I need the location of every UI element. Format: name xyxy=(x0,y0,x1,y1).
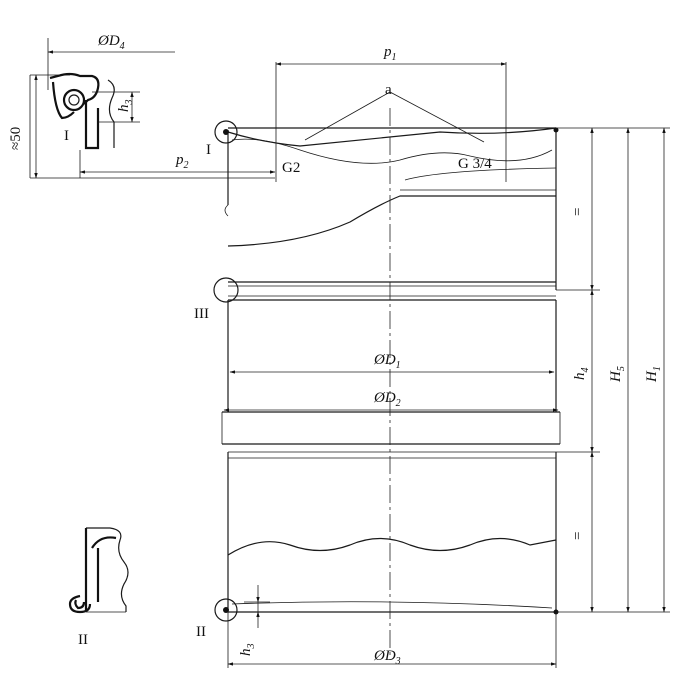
height-dimensions xyxy=(556,127,670,613)
label-view-I-detail: I xyxy=(64,128,69,144)
bottom-dimensions xyxy=(227,585,557,668)
label-view-I-main: I xyxy=(206,142,211,158)
barrel-body xyxy=(213,120,561,622)
label-view-III: III xyxy=(194,306,209,322)
label-equal-top: = xyxy=(570,208,586,216)
label-view-II-main: II xyxy=(196,624,206,640)
label-d2: ØD2 xyxy=(373,390,401,409)
label-p1: p1 xyxy=(383,44,397,63)
label-h1: H1 xyxy=(644,366,663,383)
label-equal-bottom: = xyxy=(570,532,586,540)
label-h3-main: h3 xyxy=(238,644,257,657)
label-view-II-detail: II xyxy=(78,632,88,648)
label-h3-detail: h3 xyxy=(116,100,135,113)
label-g34: G 3/4 xyxy=(458,156,492,172)
label-approx-50: ≈50 xyxy=(8,127,24,150)
detail-I-marker xyxy=(214,120,238,144)
detail-II-bottom-seam-section xyxy=(68,527,129,614)
detail-III-marker xyxy=(213,277,239,303)
label-h4: h4 xyxy=(572,368,591,381)
label-d1: ØD1 xyxy=(373,352,401,371)
label-h5: H5 xyxy=(608,366,627,383)
detail-I-rim-section xyxy=(29,38,276,179)
label-p2: p2 xyxy=(175,152,189,171)
label-a: a xyxy=(385,82,392,98)
bung-dimensions xyxy=(275,62,507,182)
label-d4: ØD4 xyxy=(97,33,125,52)
label-g2: G2 xyxy=(282,160,300,176)
label-d3: ØD3 xyxy=(373,648,401,667)
detail-II-marker xyxy=(214,598,238,622)
